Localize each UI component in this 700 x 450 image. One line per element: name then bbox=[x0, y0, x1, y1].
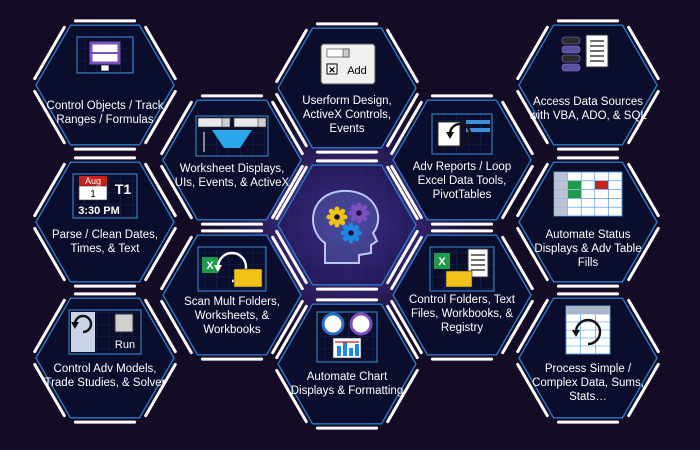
grid-range-icon bbox=[76, 36, 134, 74]
calendar-day: 1 bbox=[90, 189, 96, 200]
run-button-text: Run bbox=[115, 339, 135, 351]
hex-tile-control-objects bbox=[33, 19, 177, 151]
gauge-left-icon bbox=[321, 312, 345, 336]
tile-label-access-data: Access Data Sources with VBA, ADO, & SQL bbox=[529, 96, 647, 122]
hex-tile-automate-chart bbox=[275, 298, 419, 430]
gear-blue-icon bbox=[340, 222, 362, 244]
hex-tile-parse-dates: Aug 1 T1 3:30 PM bbox=[33, 156, 177, 288]
calendar-clock-icon: Aug 1 T1 3:30 PM bbox=[72, 173, 138, 219]
hex-tile-control-models: Run bbox=[33, 292, 177, 424]
time-readout: 3:30 PM bbox=[78, 205, 120, 217]
tile-label-control-folders: Control Folders, Text Files, Workbooks, … bbox=[409, 294, 515, 334]
tag-t1: T1 bbox=[115, 181, 132, 197]
hex-tile-userform-design: ✕ Add bbox=[275, 22, 419, 154]
hex-tile-process-data bbox=[516, 292, 660, 424]
tile-label-worksheet-displays: Worksheet Displays, UIs, Events, & Activ… bbox=[174, 163, 290, 189]
checkbox-x-icon: ✕ bbox=[328, 65, 336, 75]
head-gears-icon bbox=[312, 189, 380, 264]
tile-label-automate-status: Automate Status Displays & Adv Table Fil… bbox=[534, 229, 642, 269]
hex-tile-worksheet-displays bbox=[160, 94, 304, 226]
tile-label-parse-dates: Parse / Clean Dates, Times, & Text bbox=[51, 229, 159, 255]
tile-label-control-objects: Control Objects / Track Ranges / Formula… bbox=[46, 100, 164, 126]
hex-tile-adv-reports bbox=[390, 94, 534, 226]
tile-label-automate-chart: Automate Chart Displays & Formatting bbox=[290, 371, 404, 397]
hex-tile-control-folders: X bbox=[390, 229, 534, 361]
tile-label-scan-folders: Scan Mult Folders, Worksheets, & Workboo… bbox=[184, 296, 280, 336]
tile-label-userform-design: Userform Design, ActiveX Controls, Event… bbox=[302, 95, 392, 135]
gear-yellow-icon bbox=[326, 206, 348, 228]
hex-tile-scan-folders: X bbox=[160, 229, 304, 361]
tile-label-adv-reports: Adv Reports / Loop Excel Data Tools, Piv… bbox=[412, 161, 512, 201]
hex-tile-automate-status bbox=[516, 156, 660, 288]
run-model-icon: Run bbox=[68, 309, 142, 355]
hex-tile-center bbox=[275, 159, 419, 291]
gauge-right-icon bbox=[349, 312, 373, 336]
process-loop-icon bbox=[565, 305, 611, 355]
add-button-text: Add bbox=[347, 65, 367, 77]
database-doc-icon bbox=[561, 34, 609, 72]
excel-icon: X bbox=[206, 260, 214, 272]
calendar-month: Aug bbox=[85, 176, 101, 186]
status-table-icon bbox=[553, 171, 623, 217]
tile-label-process-data: Process Simple / Complex Data, Sums, Sta… bbox=[532, 363, 644, 403]
dropdown-funnel-icon bbox=[195, 115, 269, 157]
folders-files-icon: X bbox=[429, 246, 495, 292]
hex-tile-access-data bbox=[516, 19, 660, 151]
chart-gauges-icon bbox=[316, 311, 378, 363]
loop-report-icon bbox=[431, 113, 493, 155]
excel-icon: X bbox=[438, 256, 446, 268]
scan-folders-icon: X bbox=[197, 246, 267, 292]
userform-add-icon: ✕ Add bbox=[320, 43, 376, 85]
tile-label-control-models: Control Adv Models, Trade Studies, & Sol… bbox=[44, 363, 166, 389]
gear-purple-icon bbox=[348, 202, 370, 224]
